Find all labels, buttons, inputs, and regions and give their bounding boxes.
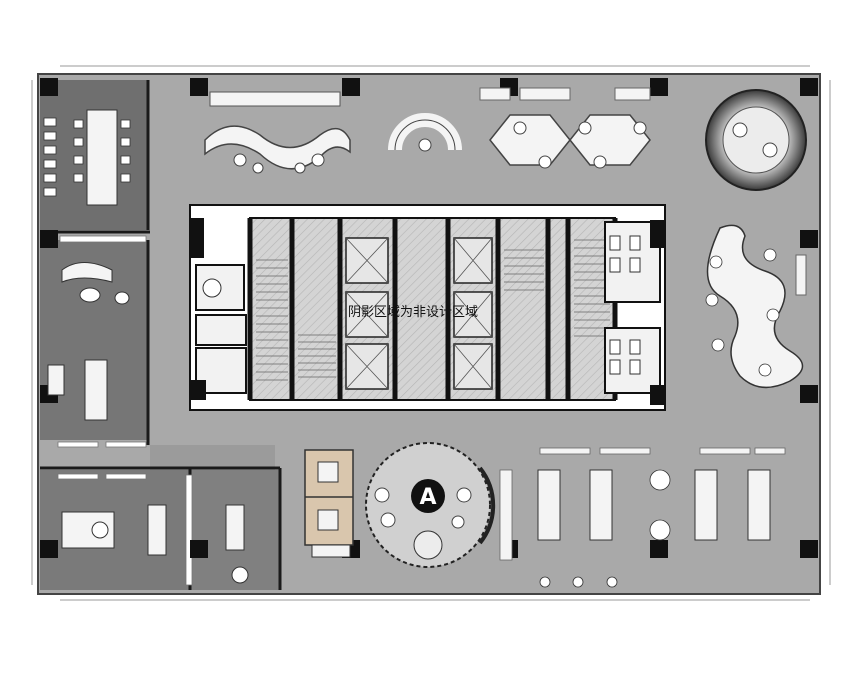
cabinet bbox=[614, 87, 651, 101]
cabinet bbox=[479, 87, 511, 101]
structural-columns bbox=[40, 78, 818, 558]
sculpted-workstation bbox=[706, 224, 804, 389]
boardroom-table bbox=[86, 109, 118, 206]
cabinet bbox=[519, 87, 571, 101]
reception-counter bbox=[209, 91, 341, 107]
corridor-strip bbox=[150, 445, 275, 470]
executive-desk bbox=[147, 504, 167, 556]
curved-desk bbox=[61, 262, 113, 283]
zone-marker-label: A bbox=[419, 485, 436, 510]
open-workstations-southeast bbox=[537, 469, 771, 541]
reception-pod bbox=[413, 530, 443, 560]
side-cabinet bbox=[47, 364, 65, 396]
building-core bbox=[189, 204, 666, 411]
side-cabinet-east bbox=[795, 254, 807, 296]
glass-partitions bbox=[57, 235, 193, 586]
zone-marker-circle bbox=[411, 479, 445, 513]
manager-desk bbox=[225, 504, 245, 551]
bench bbox=[311, 544, 351, 558]
facade-ticks bbox=[31, 65, 831, 601]
office-desk bbox=[84, 359, 108, 421]
round-pod-interior bbox=[722, 106, 790, 174]
core-note-label: 阴影区域为非设计区域 bbox=[348, 305, 478, 320]
